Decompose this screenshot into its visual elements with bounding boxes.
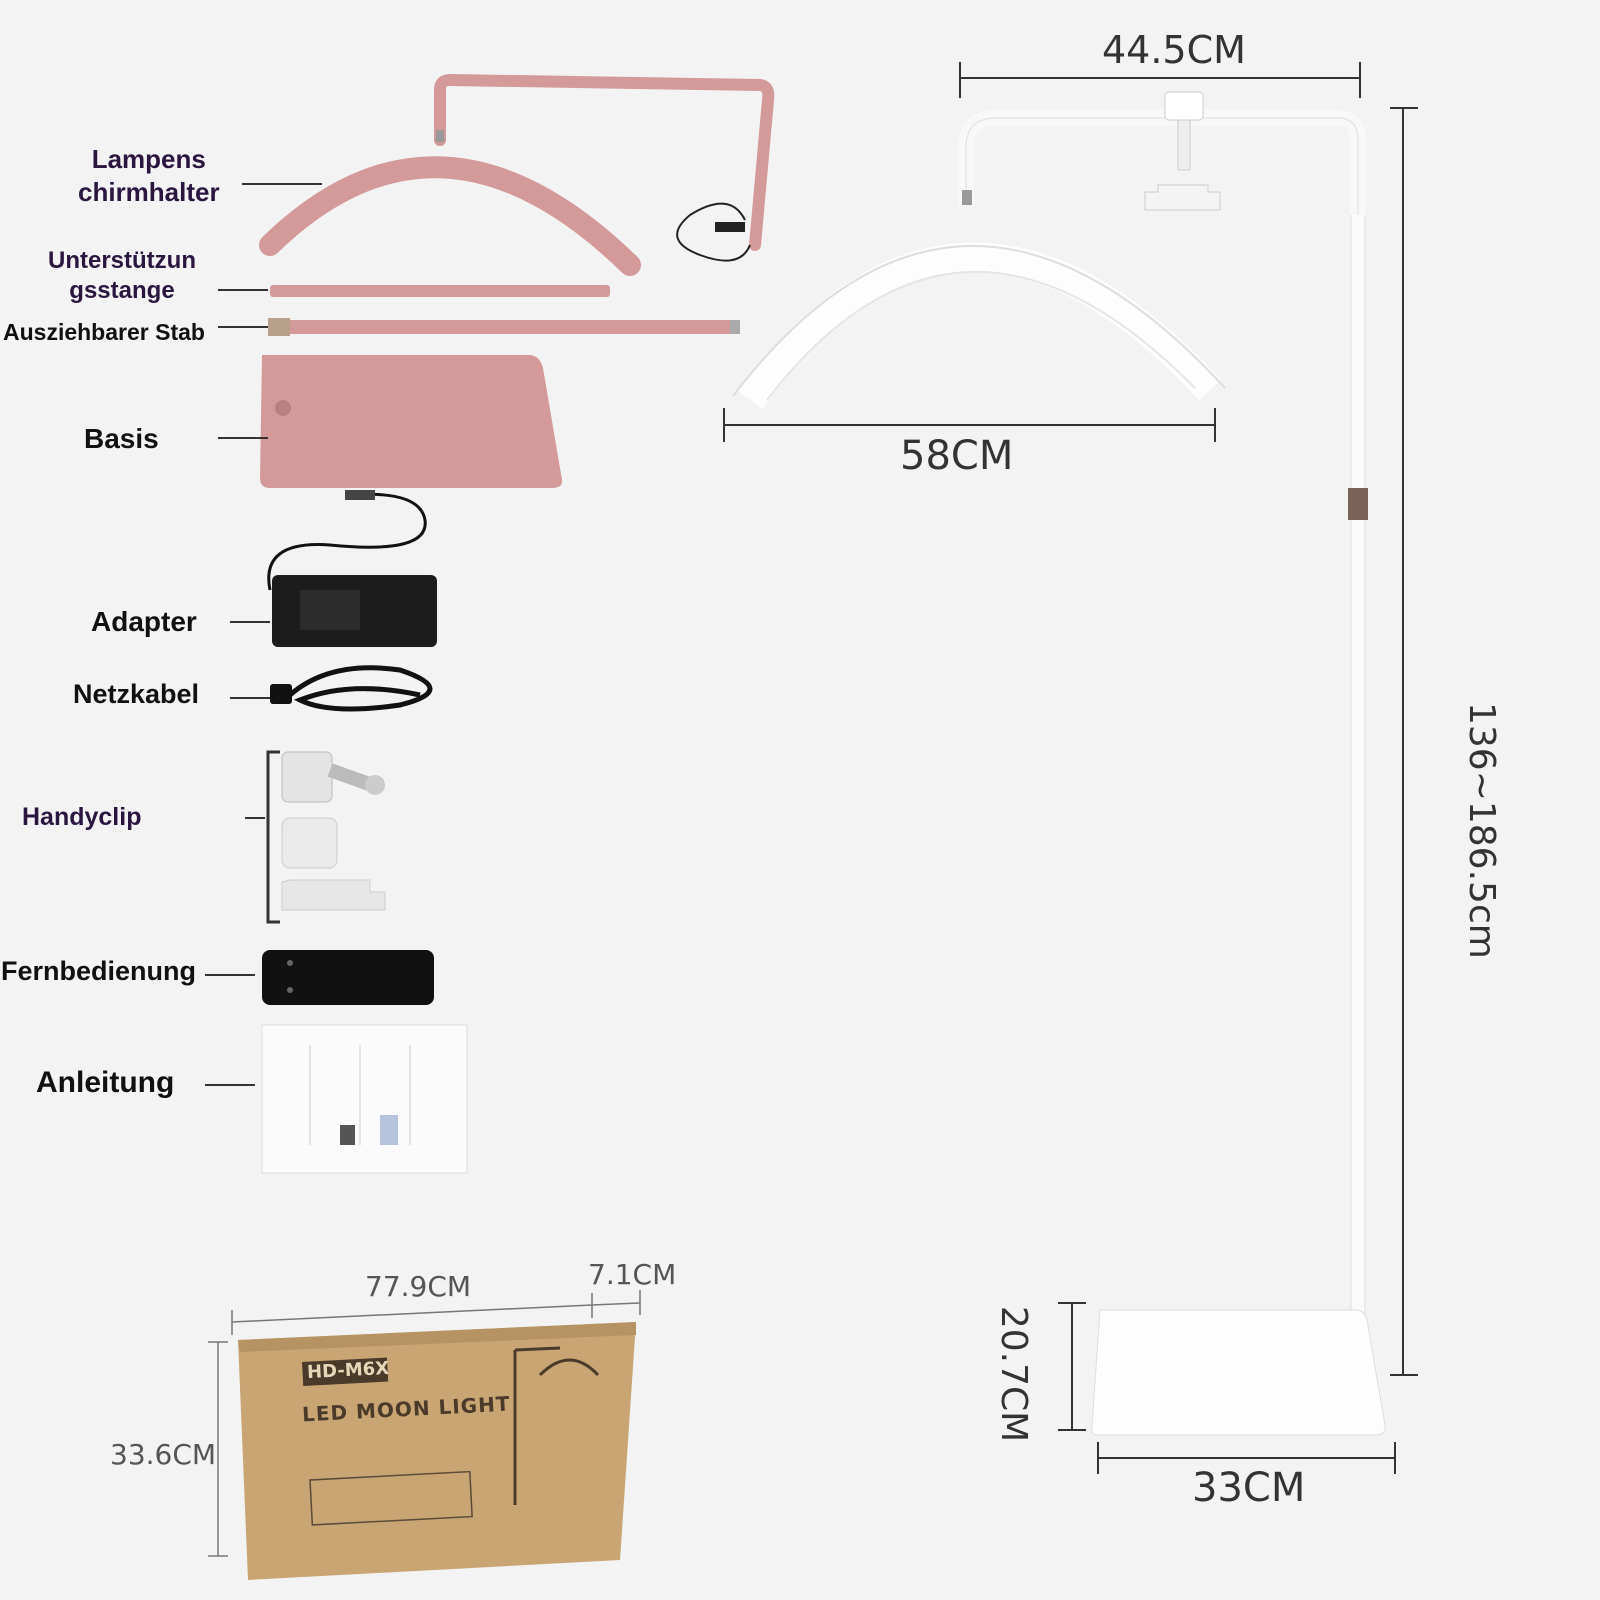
support-rod-label: Unterstützun gsstange bbox=[48, 247, 196, 304]
manual-image bbox=[261, 1024, 468, 1174]
cardboard-box bbox=[238, 1322, 636, 1580]
arc-width-dimension: 58CM bbox=[900, 433, 1014, 479]
white-floor-lamp bbox=[732, 91, 1386, 1436]
phone-clip-label: Handyclip bbox=[22, 803, 142, 831]
power-cable-image bbox=[270, 665, 433, 712]
base-height-dimension: 20.7CM bbox=[993, 1305, 1034, 1443]
base-width-dimension: 33CM bbox=[1192, 1465, 1306, 1511]
manual-label: Anleitung bbox=[36, 1066, 175, 1099]
extendable-rod-label: Ausziehbarer Stab bbox=[3, 319, 205, 345]
adapter-label: Adapter bbox=[91, 606, 197, 637]
dimension-lines bbox=[723, 62, 1418, 1474]
remote-label: Fernbedienung bbox=[1, 956, 196, 986]
box-depth-dimension: 7.1CM bbox=[588, 1258, 677, 1291]
adapter-image bbox=[267, 490, 437, 647]
box-model-text: HD-M6X bbox=[306, 1357, 390, 1384]
box-height-dimension: 33.6CM bbox=[110, 1438, 217, 1471]
phone-clip-images bbox=[266, 750, 386, 924]
pink-support-rod bbox=[270, 285, 610, 297]
height-dimension: 136~186.5cm bbox=[1461, 702, 1502, 959]
box-length-dimension: 77.9CM bbox=[365, 1270, 472, 1303]
pink-base bbox=[260, 355, 563, 488]
pink-extendable-rod bbox=[268, 318, 740, 336]
label-leaders bbox=[205, 183, 322, 1086]
box-dimension-lines bbox=[208, 1290, 641, 1557]
remote-image bbox=[262, 950, 434, 1005]
lamp-holder-label: Lampens chirmhalter bbox=[78, 144, 220, 207]
base-label: Basis bbox=[84, 423, 159, 454]
arm-width-dimension: 44.5CM bbox=[1102, 28, 1246, 72]
power-cable-label: Netzkabel bbox=[73, 679, 200, 709]
pink-lamp-holder bbox=[259, 73, 775, 276]
